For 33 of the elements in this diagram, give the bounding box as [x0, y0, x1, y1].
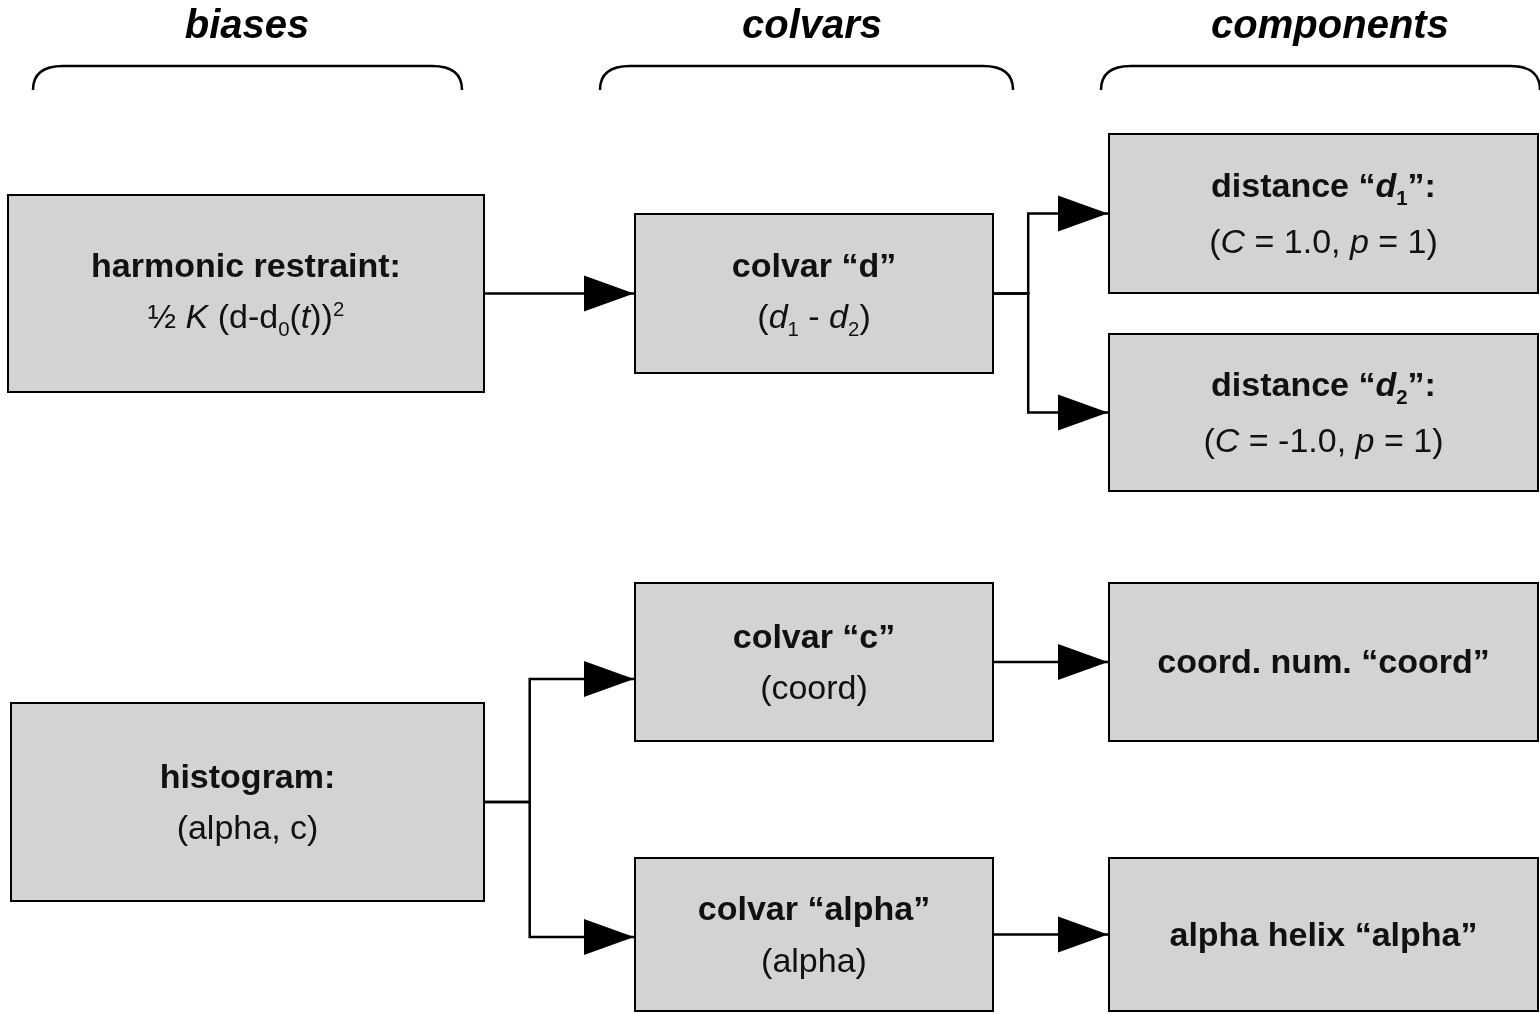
box-title: colvar “c”	[732, 617, 896, 655]
process-box	[1108, 133, 1539, 294]
column-header: colvars	[741, 2, 883, 47]
process-box	[634, 582, 994, 742]
box-formula: (C = 1.0, p = 1)	[1209, 222, 1438, 261]
arrow	[485, 275, 634, 312]
box-title: alpha helix “alpha”	[1169, 915, 1478, 954]
arrow	[994, 292, 1108, 431]
box-formula: (coord)	[760, 669, 868, 707]
process-box	[634, 857, 994, 1012]
arrow	[485, 800, 634, 955]
column-header: biases	[184, 2, 310, 47]
box-title: colvar “d”	[731, 246, 897, 285]
box-title: colvar “alpha”	[697, 890, 931, 928]
process-box	[10, 702, 485, 902]
box-formula: (C = -1.0, p = 1)	[1203, 421, 1444, 460]
process-box	[1108, 582, 1539, 742]
process-box	[1108, 857, 1539, 1012]
process-box	[7, 194, 485, 393]
process-box	[634, 213, 994, 374]
box-formula: (d$_{1}$ - d$_{2}$)	[757, 298, 871, 341]
box-title: coord. num. “coord”	[1157, 643, 1490, 681]
box-title: distance “d$_{1}$”:	[1211, 166, 1436, 209]
box-formula: (alpha, c)	[176, 809, 319, 847]
box-title: histogram:	[159, 757, 336, 795]
box-formula: (alpha)	[761, 941, 867, 979]
arrow	[994, 916, 1108, 953]
box-title: harmonic restraint:	[91, 246, 401, 284]
box-title: distance “d$_{2}$”:	[1211, 365, 1436, 408]
box-formula: ½ K (d-d$_{0}$(t))$^{2}$	[147, 297, 345, 341]
arrow	[994, 644, 1108, 680]
column-header: components	[1211, 2, 1449, 47]
process-box	[1108, 333, 1539, 492]
